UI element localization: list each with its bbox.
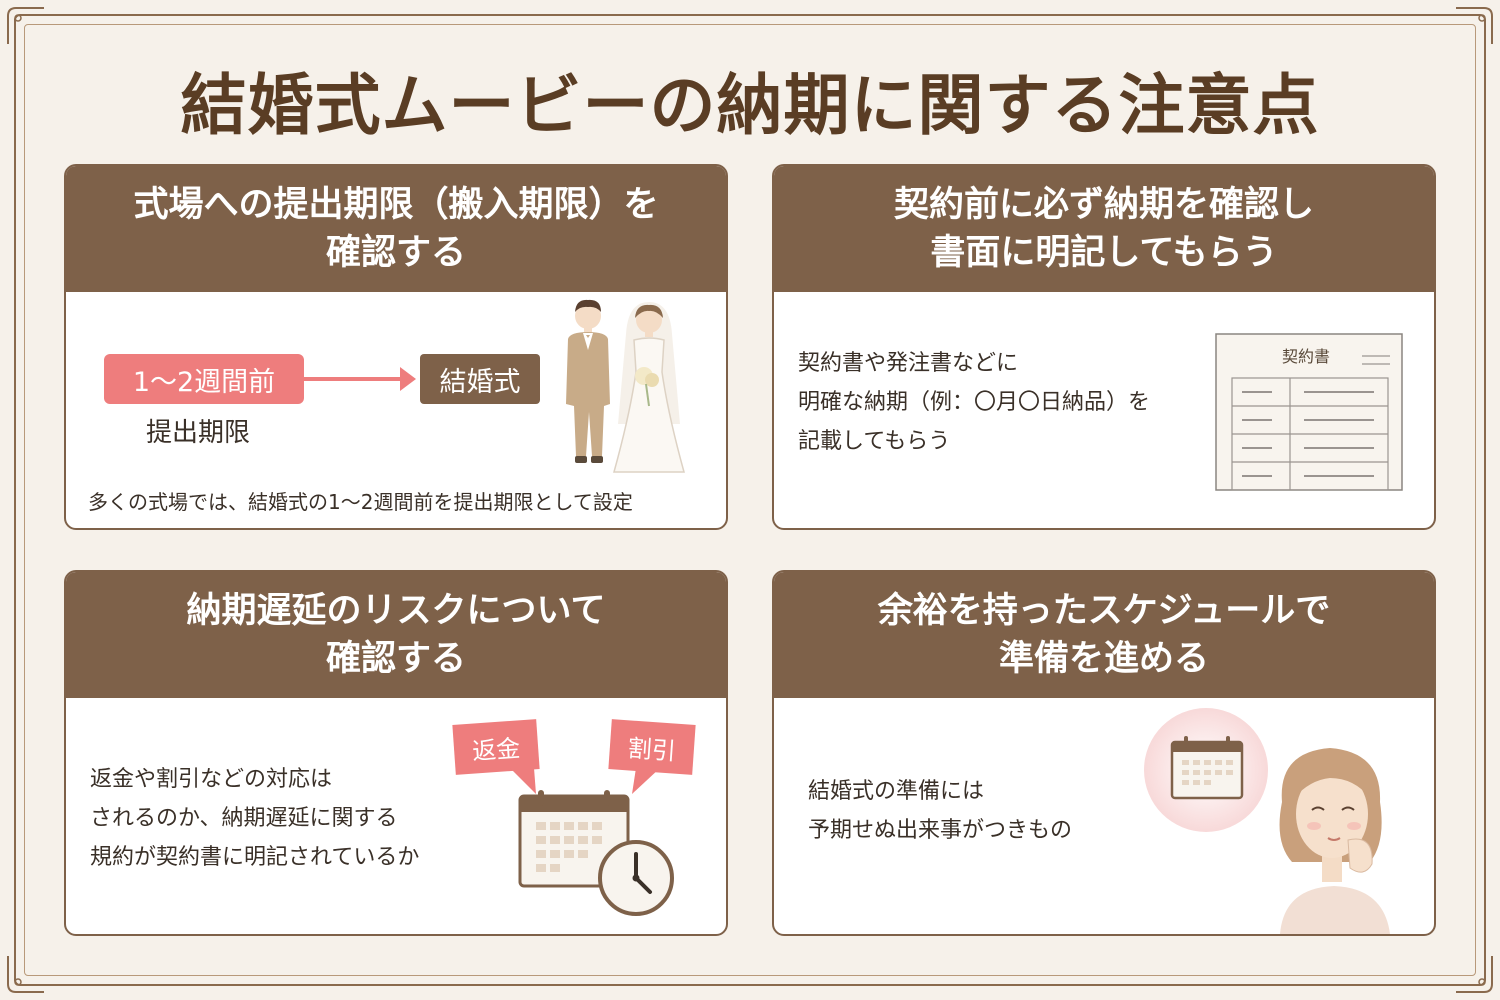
card-contract-deadline: 契約前に必ず納期を確認し 書面に明記してもらう 契約書や発注書などに 明確な納期… bbox=[772, 164, 1436, 530]
arrow-right-icon bbox=[400, 367, 416, 391]
body-line: 返金や割引などの対応は bbox=[90, 767, 333, 792]
card-submission-deadline: 式場への提出期限（搬入期限）を 確認する 1〜2週間前 結婚式 提出期限 bbox=[64, 164, 728, 530]
card-header-line: 余裕を持ったスケジュールで bbox=[877, 590, 1331, 631]
page-title: 結婚式ムービーの納期に関する注意点 bbox=[180, 67, 1320, 144]
card-header-line: 書面に明記してもらう bbox=[930, 233, 1278, 273]
outer-frame bbox=[14, 14, 1486, 986]
card-header-line: 確認する bbox=[325, 639, 466, 679]
body-text: 結婚式の準備には 予期せぬ出来事がつきもの bbox=[808, 772, 1072, 850]
contract-document-icon: 契約書 bbox=[1215, 333, 1403, 491]
body-line: 規約が契約書に明記されているか bbox=[90, 845, 420, 870]
inner-frame bbox=[24, 24, 1476, 976]
couple-illustration bbox=[566, 299, 685, 473]
deadline-label: 提出期限 bbox=[146, 418, 251, 448]
card-delay-risk: 納期遅延のリスクについて 確認する 返金や割引などの対応は されるのか、納期遅延… bbox=[64, 570, 728, 936]
card-header-line: 納期遅延のリスクについて bbox=[186, 590, 606, 631]
card-header-line: 式場への提出期限（搬入期限）を bbox=[133, 184, 659, 225]
body-line: 予期せぬ出来事がつきもの bbox=[808, 818, 1073, 843]
note-text: 多くの式場では、結婚式の1〜2週間前を提出期限として設定 bbox=[88, 490, 633, 514]
calendar-bubble-icon bbox=[1144, 708, 1268, 832]
body-text: 契約書や発注書などに 明確な納期（例：〇月〇日納品）を 記載してもらう bbox=[798, 344, 1150, 461]
card-body: 返金や割引などの対応は されるのか、納期遅延に関する 規約が契約書に明記されてい… bbox=[66, 698, 726, 934]
card-header: 式場への提出期限（搬入期限）を 確認する bbox=[66, 166, 726, 292]
refund-tag: 返金 bbox=[452, 719, 540, 775]
body-line: 結婚式の準備には bbox=[808, 779, 985, 804]
corner-ornament bbox=[7, 7, 44, 44]
body-line: 記載してもらう bbox=[798, 429, 951, 454]
wedding-pill: 結婚式 bbox=[420, 354, 540, 404]
corner-ornament bbox=[1456, 956, 1493, 993]
card-header-line: 契約前に必ず納期を確認し bbox=[893, 184, 1314, 225]
corner-ornament bbox=[1456, 7, 1493, 44]
body-line: 契約書や発注書などに bbox=[798, 351, 1019, 376]
arrow-line bbox=[304, 377, 408, 381]
card-header: 余裕を持ったスケジュールで 準備を進める bbox=[774, 572, 1434, 698]
calendar-icon bbox=[518, 790, 674, 916]
card-body: 契約書や発注書などに 明確な納期（例：〇月〇日納品）を 記載してもらう 契約書 bbox=[774, 292, 1434, 528]
card-schedule: 余裕を持ったスケジュールで 準備を進める 結婚式の準備には 予期せぬ出来事がつき… bbox=[772, 570, 1436, 936]
body-line: 明確な納期（例：〇月〇日納品）を bbox=[798, 390, 1151, 415]
card-header-line: 準備を進める bbox=[998, 639, 1209, 679]
body-text: 返金や割引などの対応は されるのか、納期遅延に関する 規約が契約書に明記されてい… bbox=[90, 760, 419, 877]
card-header-line: 確認する bbox=[325, 233, 466, 273]
deadline-pill: 1〜2週間前 bbox=[104, 354, 304, 404]
card-body: 1〜2週間前 結婚式 提出期限 多くの式場では、結婚式の1〜2週間前を提出期限と… bbox=[66, 292, 726, 528]
woman-illustration bbox=[1279, 748, 1390, 934]
tag-pointer bbox=[632, 768, 660, 794]
body-line: されるのか、納期遅延に関する bbox=[90, 806, 398, 831]
card-body: 結婚式の準備には 予期せぬ出来事がつきもの bbox=[774, 698, 1434, 934]
doc-title: 契約書 bbox=[1282, 347, 1330, 366]
corner-ornament bbox=[7, 956, 44, 993]
card-header: 納期遅延のリスクについて 確認する bbox=[66, 572, 726, 698]
tag-pointer bbox=[510, 768, 536, 794]
card-header: 契約前に必ず納期を確認し 書面に明記してもらう bbox=[774, 166, 1434, 292]
discount-tag: 割引 bbox=[608, 719, 696, 775]
